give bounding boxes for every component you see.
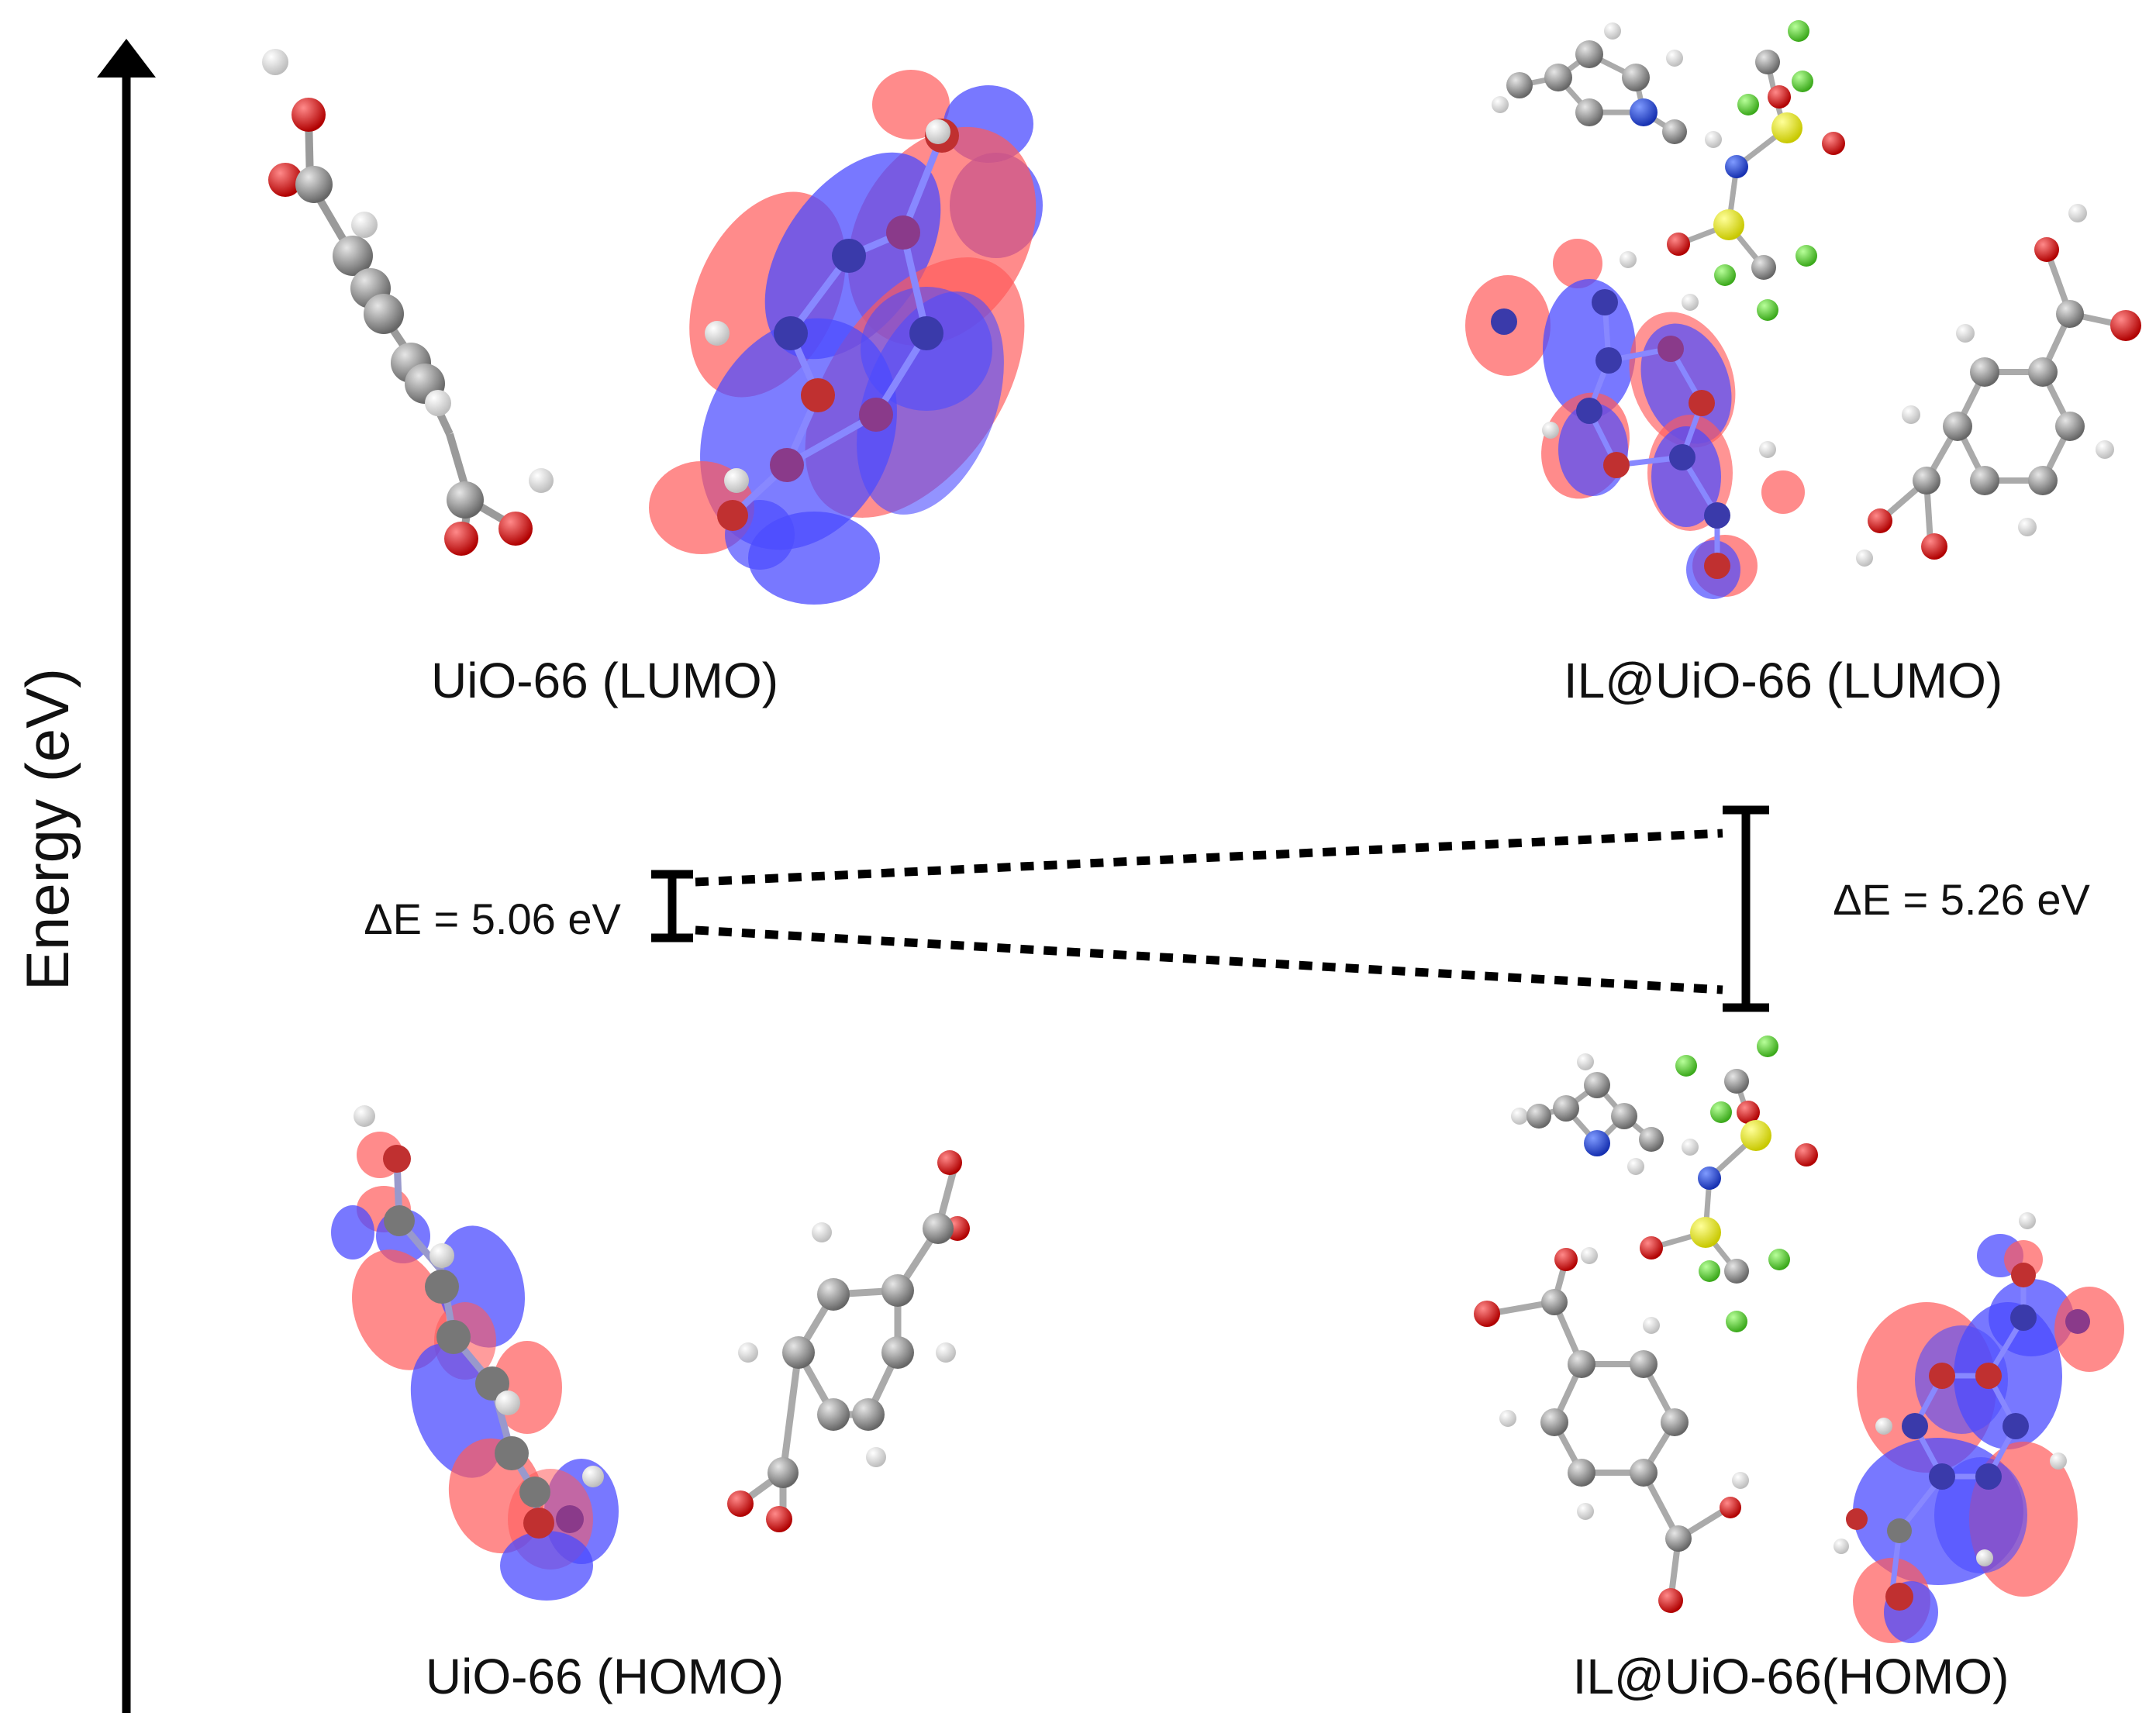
- ionic-liquid-lower-atoms: [1511, 1036, 1818, 1332]
- energy-axis-arrowhead: [97, 39, 156, 78]
- il-uio66-gap-bar: [1723, 805, 1769, 1012]
- energy-axis-label: Energy (eV): [13, 668, 81, 991]
- homo-connector-line: [695, 925, 1723, 994]
- terephthalate-linker-lower-right: [1488, 1258, 1731, 1601]
- terephthalate-linker-right: [1878, 248, 2125, 543]
- terephthalate-linker-lower-right-atoms: [1474, 1247, 1749, 1613]
- lumo-connector-line: [695, 829, 1723, 887]
- uio66-homo-label: UiO-66 (HOMO): [426, 1649, 784, 1704]
- il-uio66-lumo-orbital: [1465, 239, 1805, 599]
- energy-axis: Energy (eV): [13, 39, 156, 1713]
- ionic-liquid-atoms: [1492, 20, 1845, 321]
- uio66-gap-bar: [651, 870, 693, 942]
- terephthalate-linker-atoms: [262, 49, 554, 556]
- terephthalate-linker-lower-atoms: [727, 1150, 970, 1532]
- il-uio66-lumo-structure: IL@UiO-66 (LUMO): [1465, 20, 2141, 708]
- uio66-gap-label: ΔE = 5.06 eV: [364, 894, 621, 943]
- uio66-homo-orbital: [331, 1105, 619, 1601]
- il-uio66-homo-orbital: [1833, 1212, 2124, 1643]
- terephthalate-linker-right-atoms: [1856, 204, 2141, 567]
- uio66-lumo-structure: UiO-66 (LUMO): [262, 49, 1043, 708]
- energy-gap-markers: ΔE = 5.06 eV ΔE = 5.26 eV: [364, 805, 2090, 1012]
- uio66-lumo-orbital: [649, 70, 1043, 605]
- terephthalate-linker-plain: [305, 114, 518, 536]
- il-uio66-homo-label: IL@UiO-66(HOMO): [1573, 1649, 2009, 1704]
- il-uio66-gap-label: ΔE = 5.26 eV: [1833, 875, 2090, 924]
- uio66-lumo-label: UiO-66 (LUMO): [431, 653, 778, 708]
- il-uio66-lumo-label: IL@UiO-66 (LUMO): [1564, 653, 2002, 708]
- uio66-homo-structure: UiO-66 (HOMO): [331, 1105, 970, 1704]
- il-uio66-homo-structure: IL@UiO-66(HOMO): [1474, 1036, 2124, 1704]
